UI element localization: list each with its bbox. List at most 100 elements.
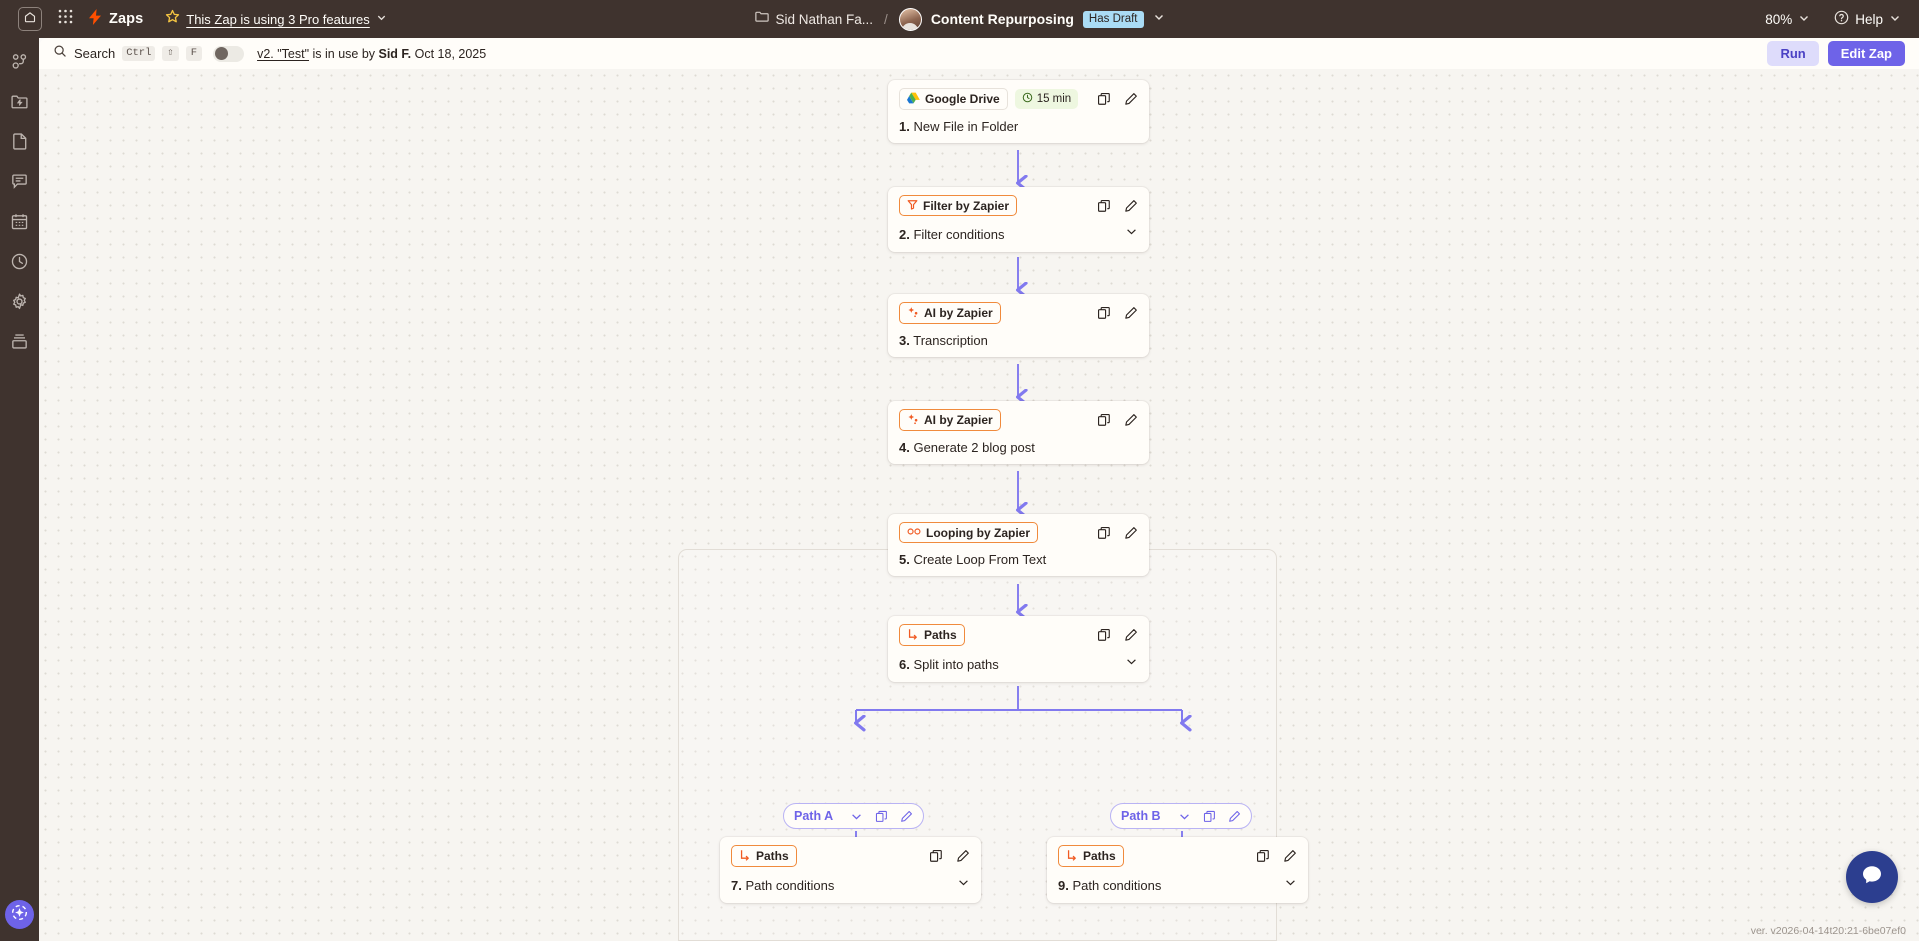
page-title: Content Repurposing	[930, 11, 1074, 27]
pencil-icon[interactable]	[1228, 810, 1241, 823]
node-title-text: Filter conditions	[913, 226, 1005, 242]
pencil-icon[interactable]	[1124, 413, 1138, 427]
schedule-badge: 15 min	[1014, 89, 1079, 109]
zaps-brand-link[interactable]: Zaps	[89, 8, 143, 30]
copilot-button[interactable]	[5, 900, 34, 929]
breadcrumb: Sid Nathan Fa... / Content Repurposing H…	[754, 7, 1165, 31]
copy-icon[interactable]	[1097, 628, 1111, 642]
workflow-node[interactable]: AI by Zapier 3. Transcription	[888, 294, 1149, 357]
toggle-knob	[214, 47, 228, 60]
sidebar-item-settings[interactable]	[6, 292, 34, 316]
node-body: 4. Generate 2 blog post	[899, 440, 1138, 455]
node-step-number: 3.	[899, 333, 910, 348]
node-step-number: 4.	[899, 440, 910, 455]
node-actions	[1097, 92, 1138, 106]
sidebar-item-history[interactable]	[6, 252, 34, 276]
chevron-down-icon[interactable]	[1125, 655, 1138, 673]
chevron-down-icon[interactable]	[957, 876, 970, 894]
app-chip: Looping by Zapier	[899, 522, 1038, 543]
draft-toggle[interactable]	[213, 45, 245, 62]
node-actions	[1097, 413, 1138, 427]
pencil-icon[interactable]	[956, 849, 970, 863]
app-chip-label: AI by Zapier	[924, 413, 993, 427]
sidebar-item-calendar[interactable]	[6, 212, 34, 236]
help-menu[interactable]: Help	[1834, 10, 1901, 28]
help-chevron-down-icon	[1889, 12, 1901, 27]
node-step-number: 2.	[899, 226, 910, 242]
apps-grid-button[interactable]	[58, 9, 73, 29]
node-title: 1. New File in Folder	[899, 119, 1018, 134]
path-label-pill[interactable]: Path A	[783, 803, 925, 829]
path-label-pill[interactable]: Path B	[1110, 803, 1252, 829]
search-button[interactable]: Search Ctrl ⇧ F	[53, 44, 203, 63]
pencil-icon[interactable]	[1124, 628, 1138, 642]
workflow-node[interactable]: Paths 6. Split into paths	[888, 616, 1149, 682]
chevron-down-icon[interactable]	[1125, 225, 1138, 243]
sidebar-item-storage[interactable]	[6, 332, 34, 356]
zoom-level-control[interactable]: 80%	[1765, 12, 1810, 27]
workflow-canvas[interactable]: Google Drive 15 min	[39, 69, 1919, 941]
workflow-node[interactable]: Paths 9. Path conditions	[1047, 837, 1308, 903]
copy-icon[interactable]	[875, 810, 888, 823]
chevron-down-icon[interactable]	[850, 810, 863, 823]
pencil-icon[interactable]	[1124, 306, 1138, 320]
node-step-number: 6.	[899, 656, 910, 672]
sidebar-item-chat[interactable]	[6, 172, 34, 196]
node-title-text: Create Loop From Text	[913, 552, 1047, 567]
support-chat-button[interactable]	[1846, 851, 1898, 903]
copy-icon[interactable]	[1097, 413, 1111, 427]
pencil-icon[interactable]	[900, 810, 913, 823]
avatar[interactable]	[898, 7, 922, 31]
sparkle-icon	[907, 413, 919, 428]
node-body: 9. Path conditions	[1058, 876, 1297, 894]
breadcrumb-separator: /	[884, 11, 888, 27]
workflow-node[interactable]: Google Drive 15 min	[888, 80, 1149, 143]
chevron-down-icon[interactable]	[1178, 810, 1191, 823]
version-link[interactable]: v2. "Test"	[257, 46, 310, 61]
node-header: Paths	[1058, 845, 1297, 867]
chevron-down-icon[interactable]	[376, 10, 387, 28]
node-header: Paths	[731, 845, 970, 867]
sidebar-item-zaps[interactable]	[6, 52, 34, 76]
copy-icon[interactable]	[929, 849, 943, 863]
copy-icon[interactable]	[1097, 92, 1111, 106]
pencil-icon[interactable]	[1124, 199, 1138, 213]
workflow-node[interactable]: AI by Zapier 4. Generate 2 blog post	[888, 401, 1149, 464]
version-user: Sid F.	[378, 46, 412, 61]
node-body: 6. Split into paths	[899, 655, 1138, 673]
pencil-icon[interactable]	[1124, 92, 1138, 106]
workflow-node[interactable]: Paths 7. Path conditions	[720, 837, 981, 903]
path-label: Path A	[794, 809, 834, 823]
node-actions	[1097, 628, 1138, 642]
document-icon	[11, 132, 29, 156]
pencil-icon[interactable]	[1124, 526, 1138, 540]
app-chip-label: Filter by Zapier	[923, 198, 1010, 213]
kbd-shift: ⇧	[162, 46, 179, 61]
node-body: 1. New File in Folder	[899, 119, 1138, 134]
copy-icon[interactable]	[1097, 306, 1111, 320]
status-badge: Has Draft	[1082, 10, 1144, 28]
paths-icon	[1066, 849, 1078, 864]
run-button[interactable]: Run	[1767, 41, 1819, 66]
sidebar-item-folders[interactable]	[6, 92, 34, 116]
app-chip-label: Looping by Zapier	[926, 525, 1030, 540]
tables-icon	[10, 332, 29, 356]
chevron-down-icon[interactable]	[1284, 876, 1297, 894]
copy-icon[interactable]	[1097, 199, 1111, 213]
app-chip: Paths	[731, 845, 797, 867]
copy-icon[interactable]	[1203, 810, 1216, 823]
workflow-node[interactable]: Filter by Zapier 2. Filter conditions	[888, 187, 1149, 252]
copy-icon[interactable]	[1097, 526, 1111, 540]
node-header: Filter by Zapier	[899, 195, 1138, 216]
app-chip-label: Paths	[756, 849, 789, 863]
sidebar-item-documents[interactable]	[6, 132, 34, 156]
breadcrumb-folder[interactable]: Sid Nathan Fa...	[754, 10, 873, 28]
copy-icon[interactable]	[1256, 849, 1270, 863]
pencil-icon[interactable]	[1283, 849, 1297, 863]
pro-features-banner[interactable]: This Zap is using 3 Pro features	[165, 9, 387, 29]
workflow-node[interactable]: Looping by Zapier 5. Create Loop From Te…	[888, 514, 1149, 576]
title-chevron-down-icon[interactable]	[1153, 10, 1165, 28]
node-title: 9. Path conditions	[1058, 878, 1161, 893]
home-button[interactable]	[18, 7, 42, 31]
edit-zap-button[interactable]: Edit Zap	[1827, 41, 1905, 66]
